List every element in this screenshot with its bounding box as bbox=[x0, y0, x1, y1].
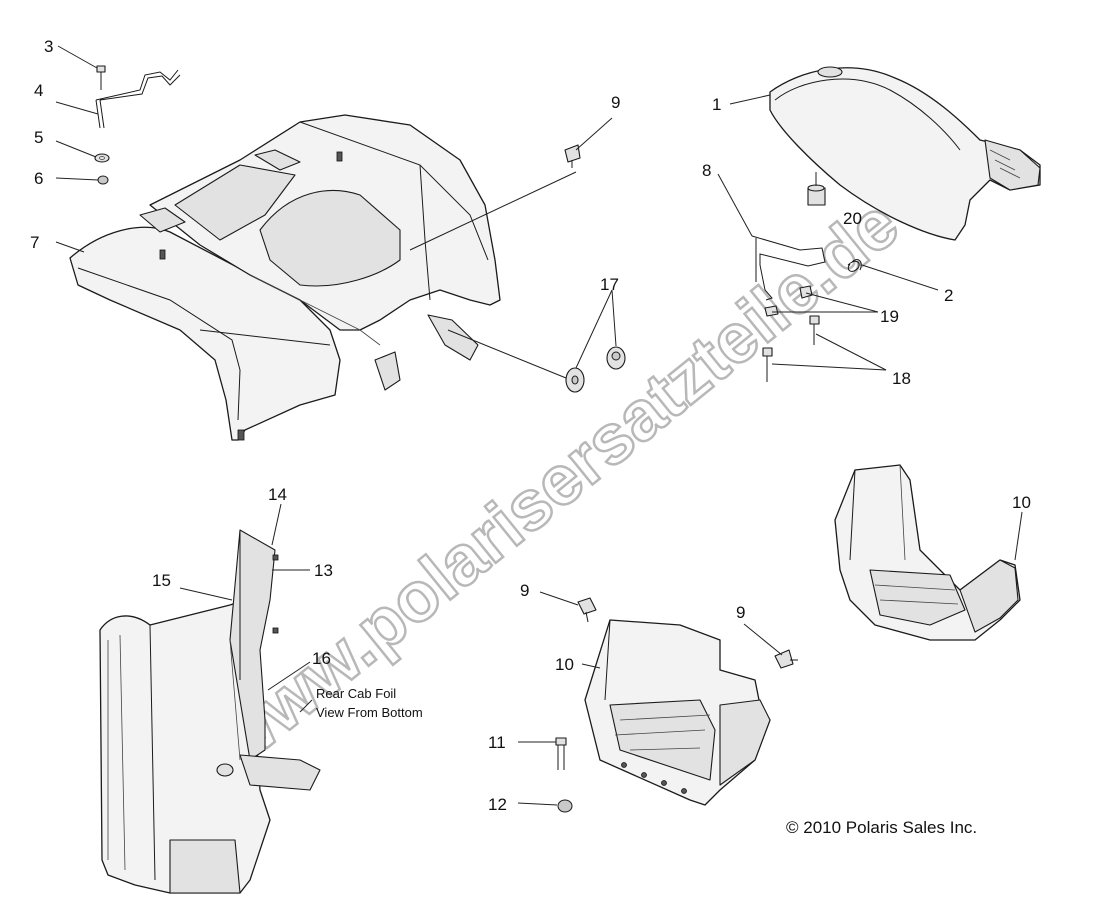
callout-15: 15 bbox=[152, 571, 171, 590]
pin-part-18 bbox=[762, 315, 820, 382]
grommet-part-17 bbox=[565, 346, 626, 393]
callout-10-left: 10 bbox=[555, 655, 574, 674]
push-rivet-part-9-left bbox=[577, 597, 597, 623]
spring-part-2 bbox=[847, 259, 862, 272]
callout-9-right: 9 bbox=[736, 603, 745, 622]
callout-7: 7 bbox=[30, 233, 39, 252]
footwell-part-10-left bbox=[584, 619, 771, 806]
seat-bumper-part-20 bbox=[807, 184, 826, 206]
callout-5: 5 bbox=[34, 128, 43, 147]
callout-9-upper: 9 bbox=[611, 93, 620, 112]
callout-16: 16 bbox=[312, 649, 331, 668]
push-rivet-part-9-right bbox=[774, 649, 798, 669]
washer-part-5 bbox=[94, 153, 110, 163]
bolt-part-11 bbox=[555, 737, 567, 770]
nut-part-12 bbox=[557, 799, 573, 813]
bolt-part-3 bbox=[96, 65, 106, 90]
callout-10-right: 10 bbox=[1012, 493, 1031, 512]
callout-9-left: 9 bbox=[520, 581, 529, 600]
callout-12: 12 bbox=[488, 795, 507, 814]
callout-3: 3 bbox=[44, 37, 53, 56]
copyright: © 2010 Polaris Sales Inc. bbox=[786, 818, 977, 837]
callout-2: 2 bbox=[944, 286, 953, 305]
callout-13: 13 bbox=[314, 561, 333, 580]
seat-part-1 bbox=[769, 66, 1041, 241]
latch-part-8 bbox=[751, 235, 826, 301]
callout-18: 18 bbox=[892, 369, 911, 388]
rear-cab-part-7 bbox=[69, 114, 501, 441]
footwell-part-10-right bbox=[834, 464, 1021, 641]
callout-1: 1 bbox=[712, 95, 721, 114]
callout-6: 6 bbox=[34, 169, 43, 188]
rod-part-4 bbox=[95, 69, 181, 129]
nut-part-6 bbox=[97, 175, 109, 185]
rear-cab-foil-view bbox=[99, 529, 321, 894]
note-line-2: View From Bottom bbox=[316, 705, 423, 720]
callout-17: 17 bbox=[600, 275, 619, 294]
callout-19: 19 bbox=[880, 307, 899, 326]
callout-11: 11 bbox=[488, 733, 506, 752]
callout-4: 4 bbox=[34, 81, 43, 100]
callout-20: 20 bbox=[843, 209, 862, 228]
callout-14: 14 bbox=[268, 485, 287, 504]
callout-8: 8 bbox=[702, 161, 711, 180]
leader-lines bbox=[55, 45, 1023, 806]
note-line-1: Rear Cab Foil bbox=[316, 686, 396, 701]
